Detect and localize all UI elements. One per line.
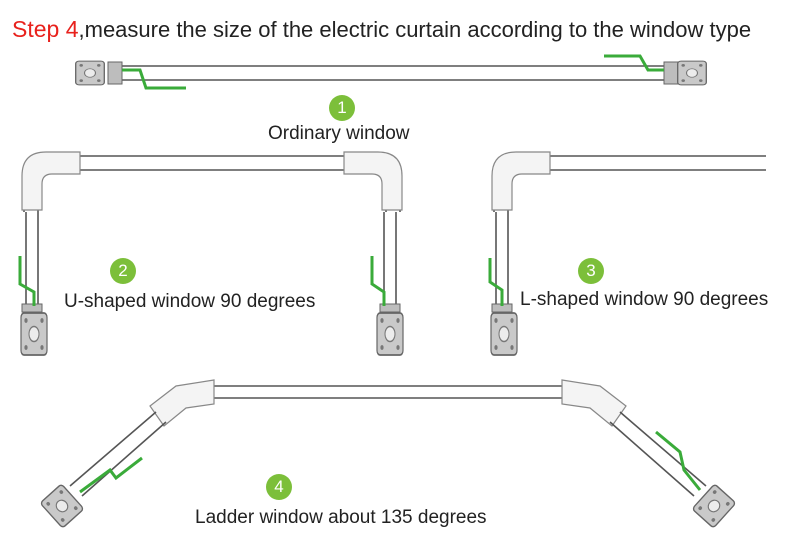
caption-ordinary-window: Ordinary window [268, 123, 410, 144]
ladder-window-track [39, 379, 737, 529]
power-cable [79, 456, 143, 494]
heading-text: ,measure the size of the electric curtai… [78, 17, 752, 42]
power-cable [488, 258, 504, 306]
badge-number-3: 3 [578, 258, 604, 284]
caption-l-shaped-window: L-shaped window 90 degrees [520, 289, 769, 310]
power-cable [655, 430, 702, 491]
step-label: Step 4 [12, 16, 79, 42]
badge-number-1: 1 [329, 95, 355, 121]
motor-left [20, 312, 48, 356]
motor-right [376, 312, 404, 356]
u-shaped-window-track [18, 151, 404, 356]
motor [490, 312, 518, 356]
caption-ladder-window: Ladder window about 135 degrees [195, 507, 487, 528]
power-cable [370, 256, 386, 306]
badge-number-2: 2 [110, 258, 136, 284]
page-heading: Step 4,measure the size of the electric … [12, 16, 751, 43]
motor-right [677, 60, 707, 86]
power-cable [122, 68, 186, 90]
power-cable [604, 54, 664, 72]
caption-u-shaped-window: U-shaped window 90 degrees [64, 291, 316, 312]
power-cable [18, 256, 36, 306]
badge-number-4: 4 [266, 474, 292, 500]
motor-left [39, 483, 85, 529]
ordinary-window-track [75, 54, 707, 90]
motor-left [75, 60, 105, 86]
l-shaped-window-track [488, 151, 766, 356]
